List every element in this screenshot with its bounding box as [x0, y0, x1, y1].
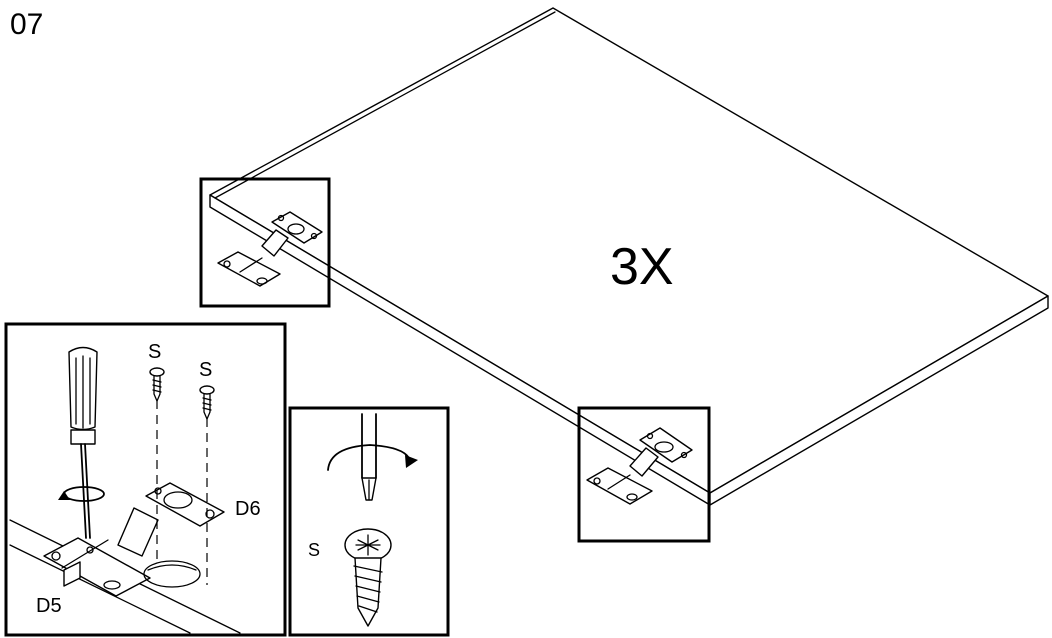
screwdriver-icon: [68, 346, 98, 539]
hinge-part-label: D6: [235, 498, 261, 520]
hinge-icon: [43, 482, 225, 597]
hinge-callout-upper: [199, 177, 331, 308]
rotate-arrow-icon: [327, 444, 418, 471]
quantity-label: 3X: [610, 238, 674, 296]
detail-panel-right: S: [288, 406, 450, 637]
hinge-icon: [586, 427, 693, 505]
screw-icon: [149, 367, 165, 402]
screw-icon: [199, 385, 215, 420]
rotate-arrow-icon: [58, 486, 105, 502]
screwdriver-tip-icon: [361, 413, 377, 501]
screw-label: S: [199, 359, 212, 381]
screw-icon: [344, 528, 392, 627]
step-number: 07: [10, 8, 43, 41]
detail-panel-left: S S D6 D5: [4, 322, 287, 637]
door-panel: [209, 7, 1049, 506]
screw-label: S: [148, 341, 161, 363]
screw-label: S: [308, 540, 320, 560]
hinge-callout-lower: [577, 406, 711, 543]
plate-part-label: D5: [36, 595, 62, 617]
hinge-icon: [217, 211, 323, 287]
